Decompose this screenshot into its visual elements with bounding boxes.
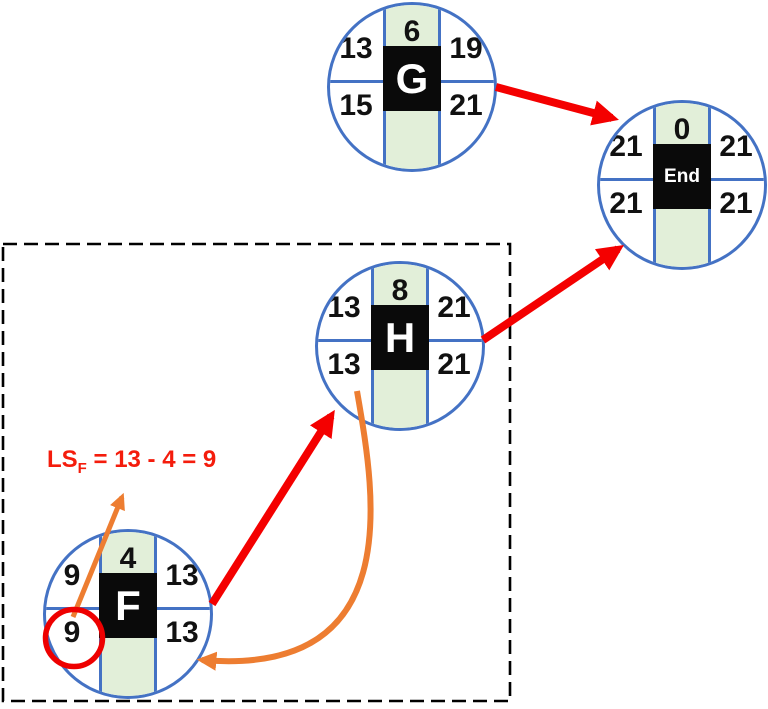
early-finish-value: 13 <box>165 559 199 592</box>
duration-value: 0 <box>673 113 691 146</box>
arrow-f-to-h <box>208 409 335 607</box>
activity-node-f: 4 9 13 9 13 F <box>43 529 213 699</box>
activity-letter: G <box>383 46 441 111</box>
early-finish-value: 21 <box>719 130 753 163</box>
annotation-subscript: F <box>77 459 87 477</box>
duration-value: 8 <box>391 274 409 307</box>
activity-letter: H <box>371 305 429 370</box>
early-start-value: 13 <box>339 32 373 65</box>
activity-node-end: 0 21 21 21 21 End <box>597 100 767 270</box>
duration-value: 6 <box>403 15 421 48</box>
late-start-value: 15 <box>339 89 373 122</box>
early-start-value: 21 <box>609 130 643 163</box>
duration-value: 4 <box>119 542 137 575</box>
ls-formula-annotation: LSF = 13 - 4 = 9 <box>47 446 216 483</box>
early-finish-value: 21 <box>437 291 471 324</box>
late-finish-value: 21 <box>437 348 471 381</box>
late-finish-value: 21 <box>449 89 483 122</box>
early-finish-value: 19 <box>449 32 483 65</box>
activity-letter: F <box>99 573 157 638</box>
arrow-g-to-end <box>494 83 619 126</box>
early-start-value: 9 <box>63 559 81 592</box>
activity-letter: End <box>653 144 711 209</box>
early-start-value: 13 <box>327 291 361 324</box>
late-finish-value: 21 <box>719 187 753 220</box>
arrow-h-to-end <box>480 244 624 344</box>
late-start-value: 9 <box>63 616 81 649</box>
activity-node-h: 8 13 21 13 21 H <box>315 261 485 431</box>
annotation-suffix: = 13 - 4 = 9 <box>86 446 217 473</box>
late-start-value: 13 <box>327 348 361 381</box>
activity-node-g: 6 13 19 15 21 G <box>327 2 497 172</box>
curved-arrow-h-to-f <box>196 390 374 671</box>
late-finish-value: 13 <box>165 616 199 649</box>
late-start-value: 21 <box>609 187 643 220</box>
annotation-prefix: LS <box>47 446 78 473</box>
